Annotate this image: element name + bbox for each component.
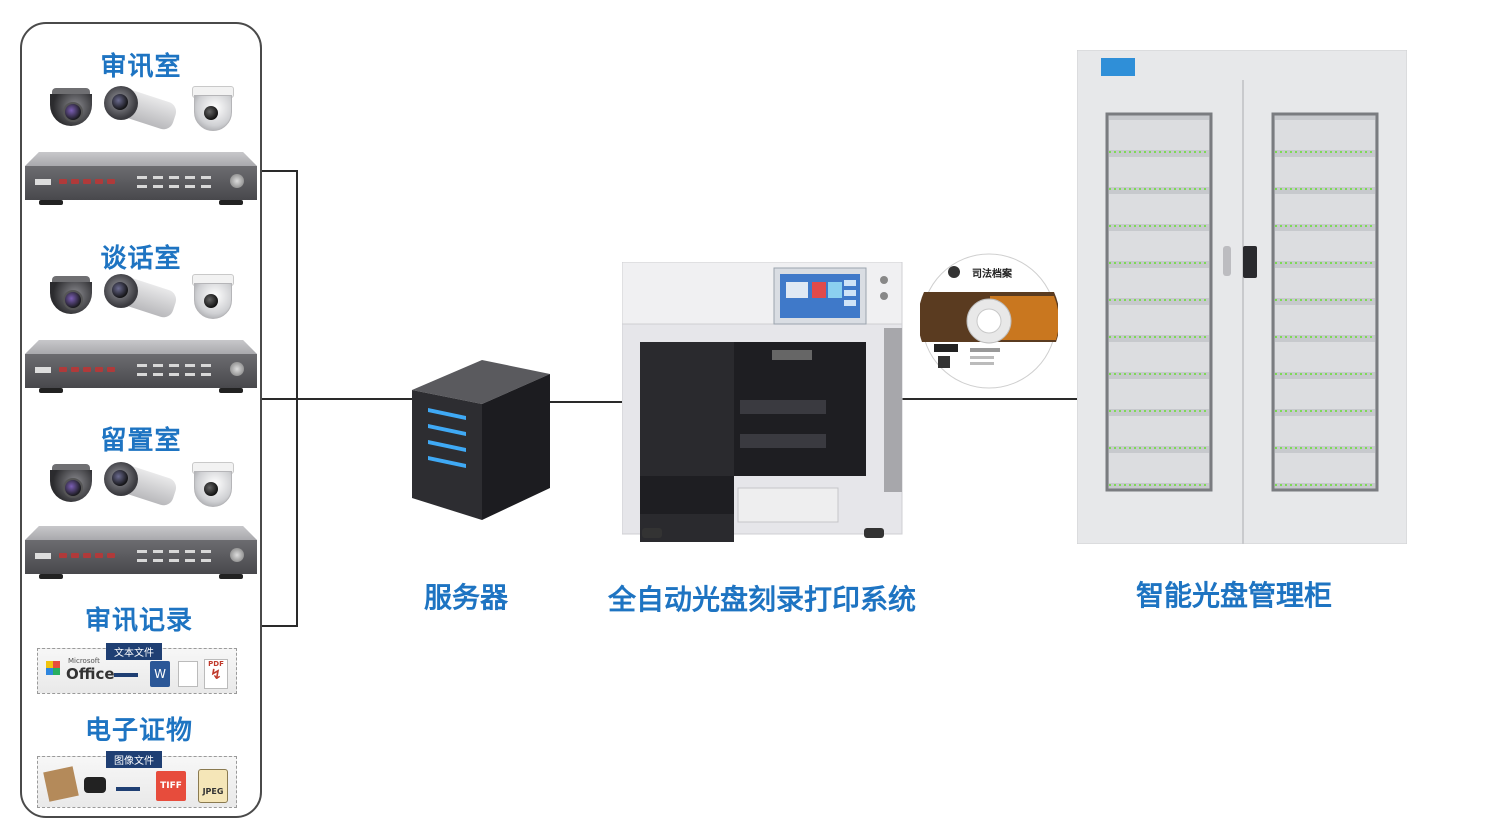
dvr-icon: [25, 526, 257, 582]
camera-row-2: [46, 272, 236, 322]
arrow-icon: [114, 673, 138, 677]
camera-icon: [84, 777, 106, 793]
room-title-talk: 谈话室: [100, 244, 182, 274]
connector-line: [548, 401, 623, 403]
connector-line: [262, 170, 298, 172]
text-file-icon: [178, 661, 198, 687]
office-logo-icon: [46, 661, 60, 675]
cabinet-shelf: [1275, 379, 1375, 409]
arrow-icon: [116, 787, 140, 791]
cabinet-shelf: [1109, 120, 1209, 150]
white-dome-camera-icon: [190, 462, 234, 508]
cabinet-shelf: [1109, 194, 1209, 224]
jpeg-icon: JPEG: [198, 769, 228, 803]
room-title-detention: 留置室: [100, 426, 182, 456]
connector-line: [262, 625, 298, 627]
disc-printer-icon: [621, 261, 904, 542]
white-dome-camera-icon: [190, 86, 234, 132]
camera-row-3: [46, 460, 236, 510]
word-icon: W: [150, 661, 170, 687]
cabinet-shelf: [1275, 416, 1375, 446]
record-doc-box: 文本文件 Microsoft Office W PDF↯: [37, 643, 237, 694]
cabinet-shelf: [1275, 453, 1375, 483]
dvr-icon: [25, 152, 257, 208]
cabinet-shelf: [1109, 305, 1209, 335]
connector-line: [262, 398, 298, 400]
photo-icon: [43, 766, 79, 802]
bullet-camera-icon: [102, 84, 180, 134]
evidence-doc-box: 图像文件 TIFF JPEG: [37, 751, 237, 808]
dome-camera-icon: [48, 462, 94, 504]
connector-line: [902, 398, 1078, 400]
connector-line: [296, 398, 416, 400]
office-logo-text: Office: [66, 665, 115, 683]
cabinet-shelf: [1275, 157, 1375, 187]
burner-label: 全自动光盘刻录打印系统: [608, 583, 917, 616]
cabinet-shelf: [1275, 231, 1375, 261]
cabinet-shelf: [1109, 342, 1209, 372]
dvr-icon: [25, 340, 257, 396]
pdf-icon: PDF↯: [204, 659, 228, 689]
cabinet-shelf: [1275, 194, 1375, 224]
cabinet-shelf: [1275, 268, 1375, 298]
evidence-tag: 图像文件: [106, 751, 162, 768]
tiff-icon: TIFF: [156, 771, 186, 801]
cabinet-shelf: [1275, 120, 1375, 150]
server-label: 服务器: [424, 581, 509, 614]
record-title: 审讯记录: [84, 606, 193, 636]
cabinet-shelf: [1109, 379, 1209, 409]
cabinet-shelf: [1109, 453, 1209, 483]
white-dome-camera-icon: [190, 274, 234, 320]
camera-row-1: [46, 84, 236, 134]
cabinet-shelf: [1109, 268, 1209, 298]
cabinet-shelf: [1275, 342, 1375, 372]
server-icon: [412, 360, 552, 520]
cabinet-shelf: [1109, 416, 1209, 446]
office-logo-small: Microsoft: [68, 657, 100, 665]
cabinet-shelf: [1109, 157, 1209, 187]
disc-title: 司法档案: [972, 269, 1012, 280]
disc-icon: 司法档案: [918, 252, 1060, 390]
room-title-interrogation: 审讯室: [100, 52, 182, 82]
evidence-title: 电子证物: [84, 716, 193, 746]
dome-camera-icon: [48, 86, 94, 128]
dome-camera-icon: [48, 274, 94, 316]
cabinet-shelf: [1275, 305, 1375, 335]
cabinet-label: 智能光盘管理柜: [1136, 579, 1333, 612]
cabinet-icon: [1076, 49, 1408, 545]
bullet-camera-icon: [102, 272, 180, 322]
record-tag: 文本文件: [106, 643, 162, 660]
cabinet-shelf: [1109, 231, 1209, 261]
bullet-camera-icon: [102, 460, 180, 510]
